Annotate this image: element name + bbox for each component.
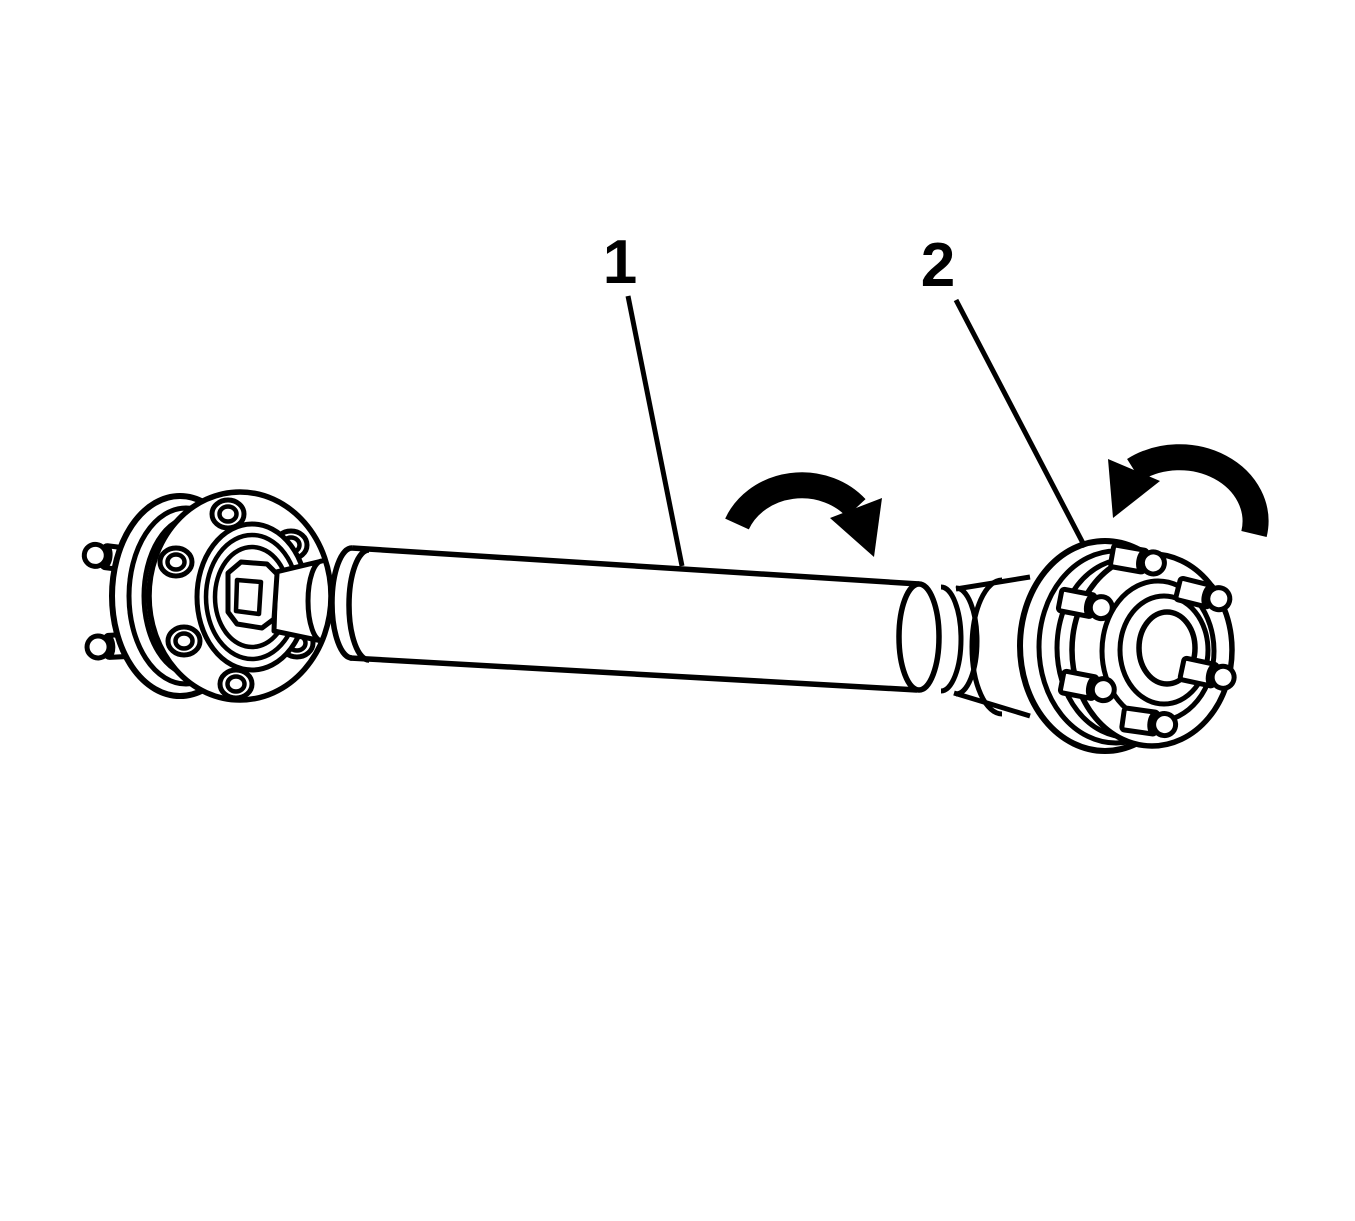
front-flange-stud-upper-left [1055, 586, 1115, 622]
tube-weld-ring-left [346, 547, 370, 663]
front-flange-stud-bottom [1119, 705, 1179, 739]
rotation-arrow-front-band [1127, 444, 1269, 538]
rear-flange-bolt [217, 667, 255, 701]
front-flange-stud-upper-right [1173, 575, 1233, 613]
stud-cap [1089, 676, 1117, 704]
joint-cup-ring [969, 577, 1003, 717]
front-flange-assembly [953, 538, 1237, 754]
stud-cap [1151, 711, 1179, 739]
callout-1-leader-line [625, 295, 685, 567]
stud-cap [1139, 549, 1167, 577]
stud-cap [1087, 594, 1115, 622]
front-flange-stud-top [1108, 542, 1167, 577]
rear-flange-bolt [209, 497, 247, 531]
callout-1-label: 1 [603, 228, 637, 297]
tube-top-line [351, 545, 920, 587]
rotation-arrow-middle-band [725, 472, 866, 530]
stud-cap [81, 541, 109, 569]
rotation-arrow-middle [725, 472, 882, 557]
tube-bottom-line [349, 655, 918, 693]
rotation-arrow-middle-head [830, 498, 882, 557]
tube-end-cap-left [329, 545, 353, 661]
propeller-shaft-tube [329, 545, 980, 697]
callout-2-label: 2 [921, 231, 955, 300]
front-flange-stud-lower-right [1177, 655, 1237, 691]
rear-flange-assembly [81, 489, 334, 703]
stud-cap [1205, 585, 1233, 613]
rear-flange-bolt [157, 545, 195, 579]
tube-end-cap-right [896, 581, 942, 693]
spline-shaft-end-face [233, 577, 264, 617]
front-flange-stud-lower-left [1057, 668, 1117, 704]
rear-flange-bolt [165, 624, 203, 658]
stud-cap [84, 633, 112, 661]
stud-cap [1209, 663, 1237, 691]
slip-ring [940, 584, 964, 694]
slip-ring [955, 585, 980, 697]
rear-yoke-neck [271, 558, 325, 644]
joint-neck-bottom-line [953, 690, 1031, 719]
callout-2-leader-line [953, 298, 1088, 549]
rotation-arrow-front-flange [1108, 444, 1269, 538]
callout-2: 2 [921, 231, 1088, 549]
callout-1: 1 [603, 228, 685, 567]
rotation-arrow-front-head [1108, 459, 1160, 518]
